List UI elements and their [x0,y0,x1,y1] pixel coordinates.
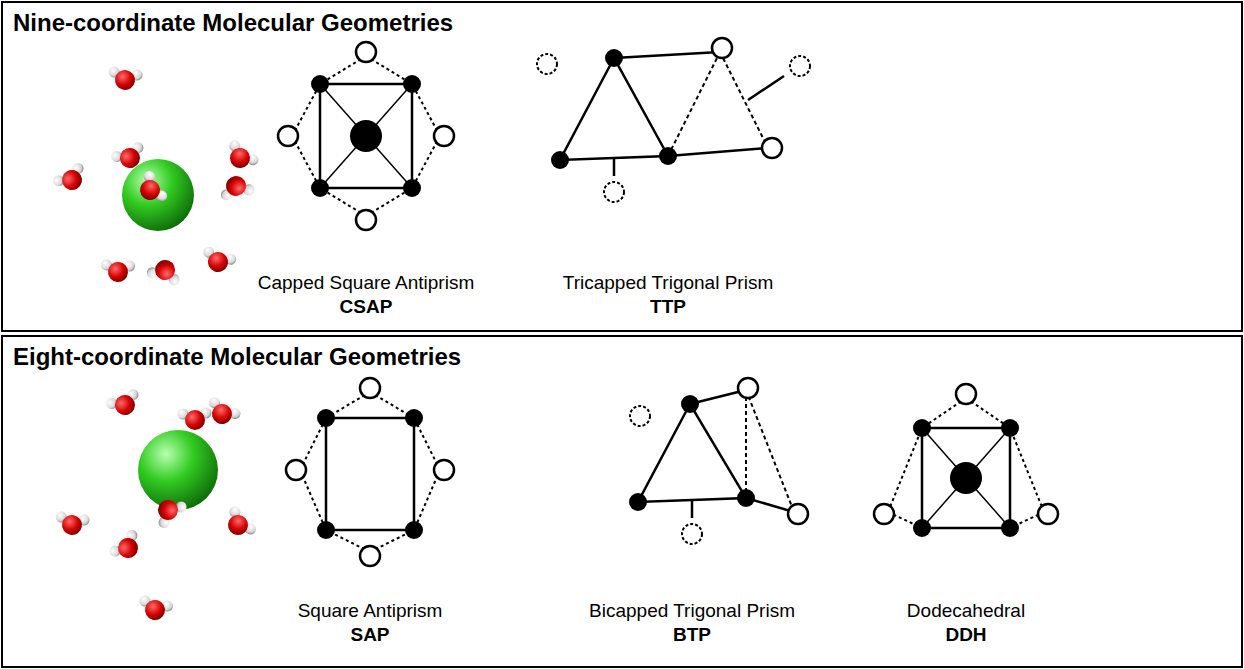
panel-heading: Eight-coordinate Molecular Geometries [13,343,461,371]
aqua-ion-9 [51,65,261,288]
geometry-abbreviation: SAP [350,624,389,646]
csap-diagram [278,42,454,230]
geometry-name: Capped Square Antiprism [258,272,475,294]
sap-diagram [286,378,454,566]
geometry-name: Bicapped Trigonal Prism [589,600,795,622]
ddh-diagram [874,384,1058,537]
geometry-abbreviation: BTP [673,624,711,646]
aqua-ion-8 [53,388,258,624]
geometry-abbreviation: TTP [650,296,686,318]
panel-heading: Nine-coordinate Molecular Geometries [13,9,453,37]
btp-diagram [629,378,808,544]
geometry-abbreviation: CSAP [340,296,393,318]
geometry-name: Square Antiprism [298,600,443,622]
geometry-name: Tricapped Trigonal Prism [563,272,773,294]
geometry-name: Dodecahedral [907,600,1025,622]
geometry-abbreviation: DDH [945,624,986,646]
ttp-diagram [537,38,810,202]
